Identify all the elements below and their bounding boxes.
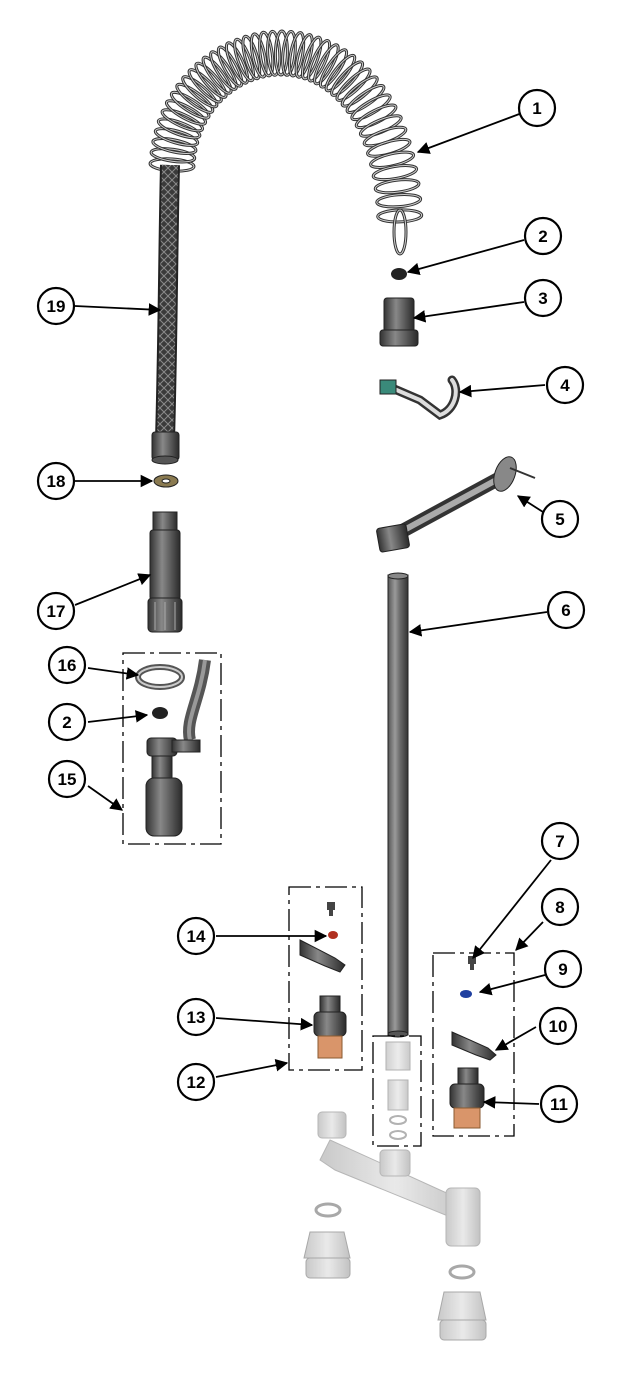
spring-coil-highlight	[170, 91, 210, 119]
callout-3: 3	[523, 278, 563, 318]
riser-fittings-part	[385, 1041, 411, 1140]
spring-coil-highlight	[374, 179, 420, 194]
spring-coil-highlight	[274, 30, 288, 76]
spring-coil-highlight	[282, 31, 296, 76]
callout-7: 7	[540, 821, 580, 861]
spring-coil-highlight	[301, 36, 322, 80]
callout-6: 6	[546, 590, 586, 630]
callout-8: 8	[540, 887, 580, 927]
callout-14: 14	[176, 916, 216, 956]
svg-text:13: 13	[187, 1008, 206, 1027]
spring-coil-highlight	[176, 83, 214, 113]
spring-coil-highlight	[267, 30, 281, 76]
right-valve-parts	[449, 956, 497, 1129]
svg-text:19: 19	[47, 297, 66, 316]
callout-10: 10	[538, 1006, 578, 1046]
spring-coil-highlight	[393, 209, 407, 255]
riser-fittings-box	[372, 1035, 422, 1147]
spring-coil-highlight	[346, 85, 385, 113]
svg-text:14: 14	[187, 927, 206, 946]
leader-lines	[74, 112, 552, 1109]
svg-text:3: 3	[538, 289, 547, 308]
spring-coil-highlight	[150, 148, 196, 163]
spring-coil-highlight	[325, 54, 356, 92]
svg-text:16: 16	[58, 656, 77, 675]
spring-coil-highlight	[367, 138, 411, 157]
callout-1: 1	[517, 88, 557, 128]
callout-18: 18	[36, 461, 76, 501]
spray-head-part	[135, 659, 211, 837]
spring-coil-highlight	[202, 56, 232, 94]
spring-coil-highlight	[161, 109, 204, 132]
svg-text:7: 7	[555, 832, 564, 851]
spring-coil-highlight	[295, 34, 313, 78]
spring-coil-highlight	[154, 128, 199, 146]
callout-9: 9	[543, 949, 583, 989]
svg-text:6: 6	[561, 601, 570, 620]
svg-text:2: 2	[538, 227, 547, 246]
svg-text:2: 2	[62, 713, 71, 732]
spring-coil-highlight	[182, 76, 218, 108]
spring-coil-highlight	[225, 42, 249, 84]
spring-coil-highlight	[314, 44, 339, 85]
base-manifold-part	[303, 1111, 487, 1341]
spring-coil-highlight	[157, 118, 201, 139]
callout-12: 12	[176, 1062, 216, 1102]
small-washer-part	[391, 268, 407, 280]
spring-coil-highlight	[195, 62, 227, 98]
left-valve-parts	[299, 902, 347, 1059]
spring-coil-highlight	[250, 33, 267, 78]
hose-connector-part	[379, 297, 419, 347]
spring-coil-highlight	[341, 76, 378, 107]
braided-hose-part	[151, 164, 180, 465]
spring-coil-highlight	[234, 38, 255, 82]
svg-text:18: 18	[47, 472, 66, 491]
svg-text:12: 12	[187, 1073, 206, 1092]
svg-text:5: 5	[555, 510, 564, 529]
svg-text:17: 17	[47, 602, 66, 621]
spring-coil-highlight	[308, 40, 331, 82]
spring-coil-highlight	[165, 100, 207, 125]
svg-text:9: 9	[558, 960, 567, 979]
left-valve-assembly-box	[288, 886, 363, 1071]
spring-coil-highlight	[152, 138, 197, 154]
spring-coil-highlight	[289, 32, 305, 77]
spray-head-assembly-box	[122, 652, 222, 845]
callout-19: 19	[36, 286, 76, 326]
spring-coil-ring	[345, 84, 386, 114]
spring-coil-highlight	[242, 35, 261, 80]
spring-coil-highlight	[372, 165, 418, 181]
spring-coil-highlight	[188, 69, 222, 103]
spring-coil-highlight	[217, 46, 243, 87]
callout-2-top: 2	[523, 216, 563, 256]
spring-coil-highlight	[331, 61, 364, 96]
callout-5: 5	[540, 499, 580, 539]
svg-text:11: 11	[550, 1095, 568, 1114]
spring-coil-highlight	[319, 49, 348, 88]
hose-washer-part	[153, 474, 179, 488]
spring-coil-highlight	[351, 94, 391, 121]
spring-coil-highlight	[336, 68, 371, 101]
svg-text:15: 15	[58, 770, 77, 789]
svg-text:8: 8	[555, 898, 564, 917]
spray-valve-handle-part	[147, 511, 183, 633]
callout-2-lower: 2	[47, 702, 87, 742]
spring-coil-highlight	[376, 193, 422, 208]
riser-pipe-part	[387, 572, 409, 1038]
svg-text:4: 4	[560, 376, 570, 395]
callout-13: 13	[176, 997, 216, 1037]
wall-hook-part	[379, 375, 461, 421]
callout-11: 11	[539, 1084, 579, 1124]
callout-4: 4	[545, 365, 585, 405]
spring-coil-highlight	[259, 31, 274, 77]
spring-coil-highlight	[210, 51, 237, 90]
callout-16: 16	[47, 645, 87, 685]
callout-17: 17	[36, 591, 76, 631]
callout-15: 15	[47, 759, 87, 799]
svg-text:1: 1	[532, 99, 541, 118]
spring-coil-part	[148, 29, 424, 256]
svg-text:10: 10	[549, 1017, 568, 1036]
wall-bracket-part	[376, 456, 536, 553]
